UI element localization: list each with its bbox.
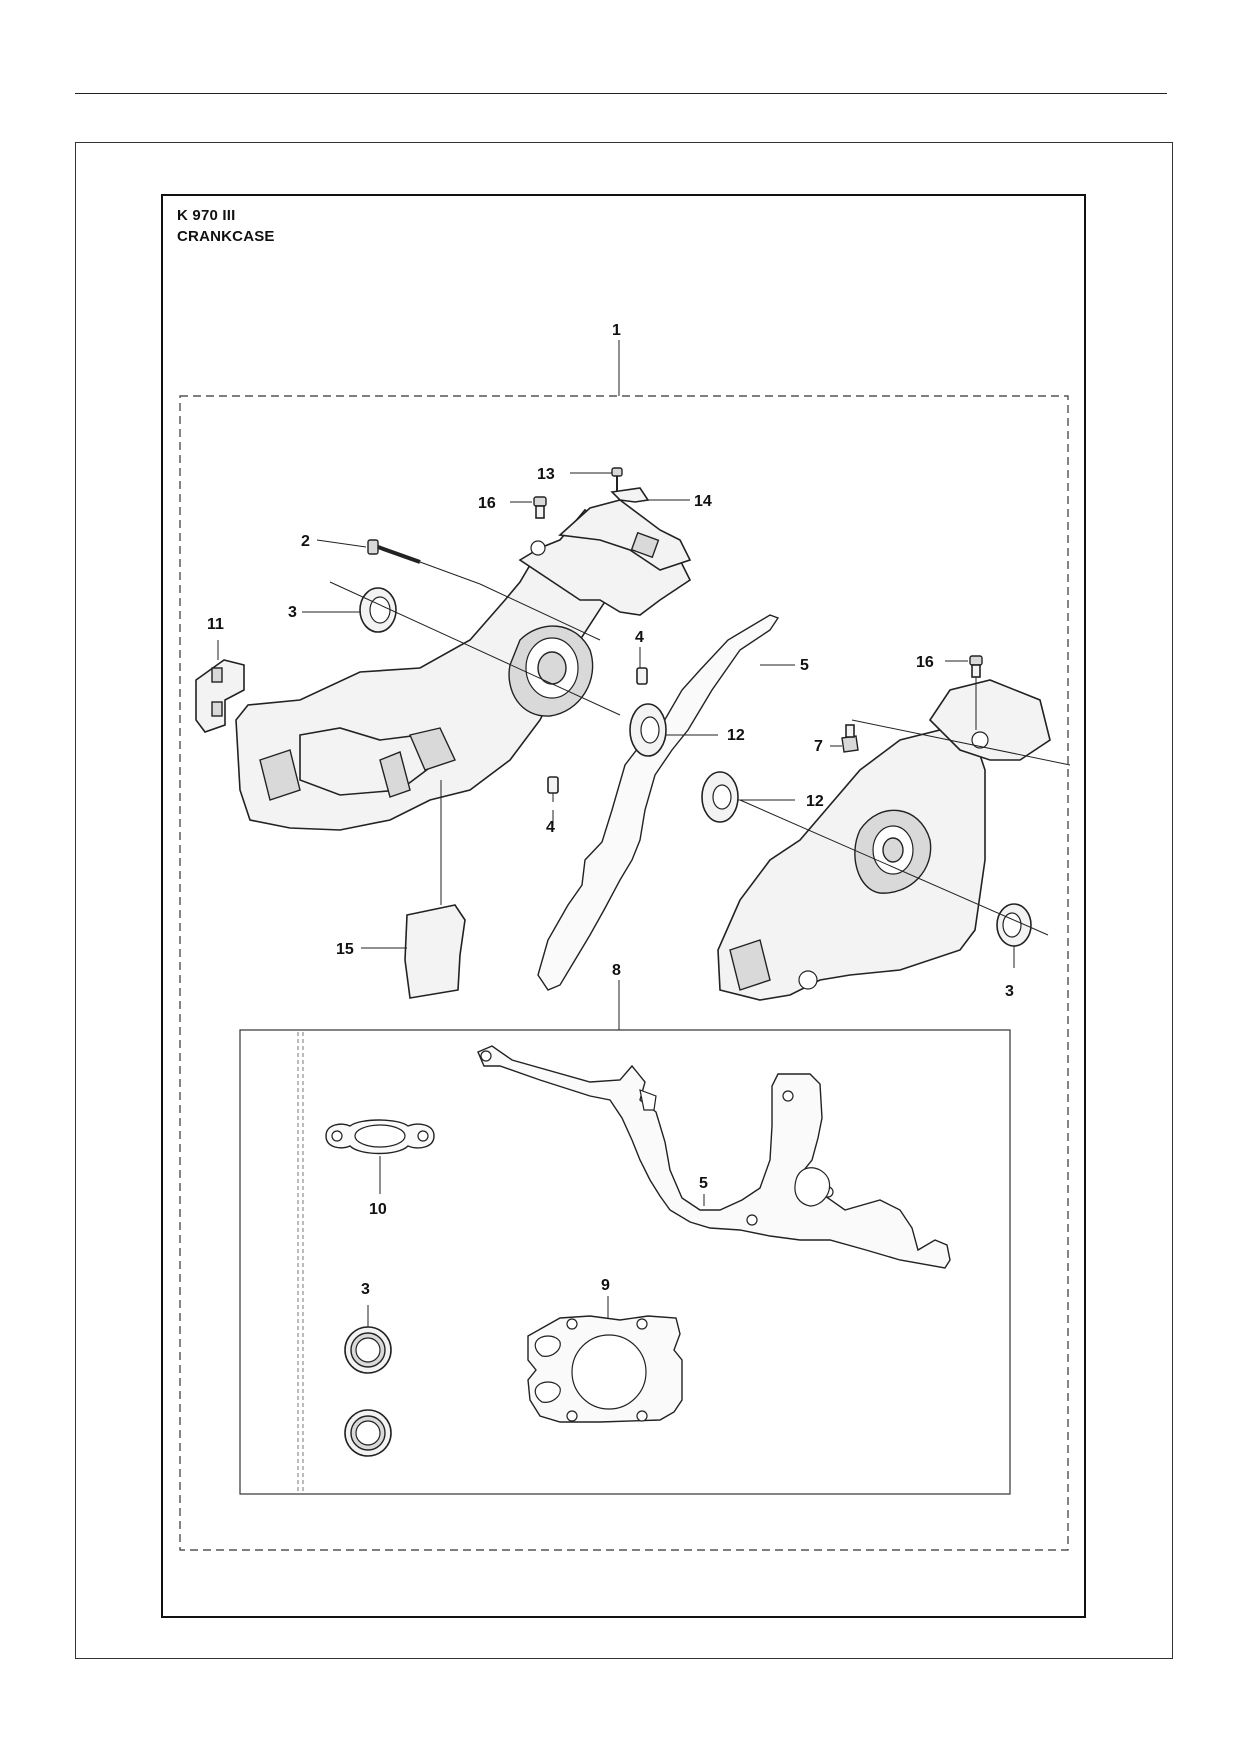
part-13-screw [611, 467, 623, 492]
part-3-seal-kit-upper [344, 1305, 392, 1374]
callout-13: 13 [537, 466, 555, 483]
callout-12-lower: 12 [806, 793, 824, 810]
callout-3-kit: 3 [361, 1281, 370, 1298]
callout-9: 9 [601, 1277, 610, 1294]
part-15-decal [404, 904, 466, 999]
part-12-bearing-lower [701, 771, 739, 823]
callout-1: 1 [612, 322, 621, 339]
callout-14: 14 [694, 493, 712, 510]
part-16-screw-right [969, 655, 983, 678]
callout-12-upper: 12 [727, 727, 745, 744]
callout-7: 7 [814, 738, 823, 755]
callout-16-right: 16 [916, 654, 934, 671]
part-5-gasket-kit [477, 1045, 951, 1269]
right-crankcase-half [717, 679, 1051, 1001]
page-frame [75, 142, 1173, 1659]
assembly-1-boundary [179, 395, 1069, 1551]
leader-lines [217, 472, 1071, 968]
callout-2: 2 [301, 533, 310, 550]
part-3-seal-left [359, 587, 397, 633]
gasket-5-window [794, 1167, 831, 1207]
callout-5-exploded: 5 [800, 657, 809, 674]
part-10-exhaust-gasket [325, 1119, 435, 1194]
part-16-screw-left [533, 496, 547, 519]
kit-8-boundary [239, 1029, 1011, 1495]
callout-3-right: 3 [1005, 983, 1014, 1000]
callout-labels: 1 2 3 3 3 4 4 5 5 7 8 9 10 11 12 12 13 1… [207, 322, 1014, 1298]
section-title: CRANKCASE [177, 228, 275, 245]
gasket-5-hole [782, 1090, 794, 1102]
diagram-frame [161, 194, 1086, 1618]
part-14-clip [610, 487, 650, 503]
part-7-fitting [841, 724, 859, 753]
callout-8: 8 [612, 962, 621, 979]
part-12-bearing-upper [629, 703, 667, 757]
callout-15: 15 [336, 941, 354, 958]
gasket-5-window [639, 1089, 657, 1111]
rear-handle-mount [518, 499, 692, 616]
left-crankcase-half [235, 508, 613, 831]
gasket-5-hole [480, 1050, 492, 1062]
callout-11: 11 [207, 616, 224, 633]
part-9-cylinder-gasket [527, 1296, 683, 1423]
callout-16-left: 16 [478, 495, 496, 512]
part-4-pin-lower [547, 776, 559, 794]
gasket-5-hole [746, 1214, 758, 1226]
part-2-bolt [367, 539, 481, 585]
callout-3-left: 3 [288, 604, 297, 621]
callout-4-lower: 4 [546, 819, 555, 836]
part-11-bracket [195, 659, 245, 733]
callout-4-upper: 4 [635, 629, 644, 646]
model-title: K 970 III [177, 207, 236, 224]
part-3-seal-kit-lower [344, 1409, 392, 1457]
part-5-gasket-exploded [537, 614, 780, 991]
callout-10: 10 [369, 1201, 387, 1218]
part-4-pin-upper [636, 667, 648, 685]
header-rule [75, 93, 1167, 94]
callout-5-kit: 5 [699, 1175, 708, 1192]
